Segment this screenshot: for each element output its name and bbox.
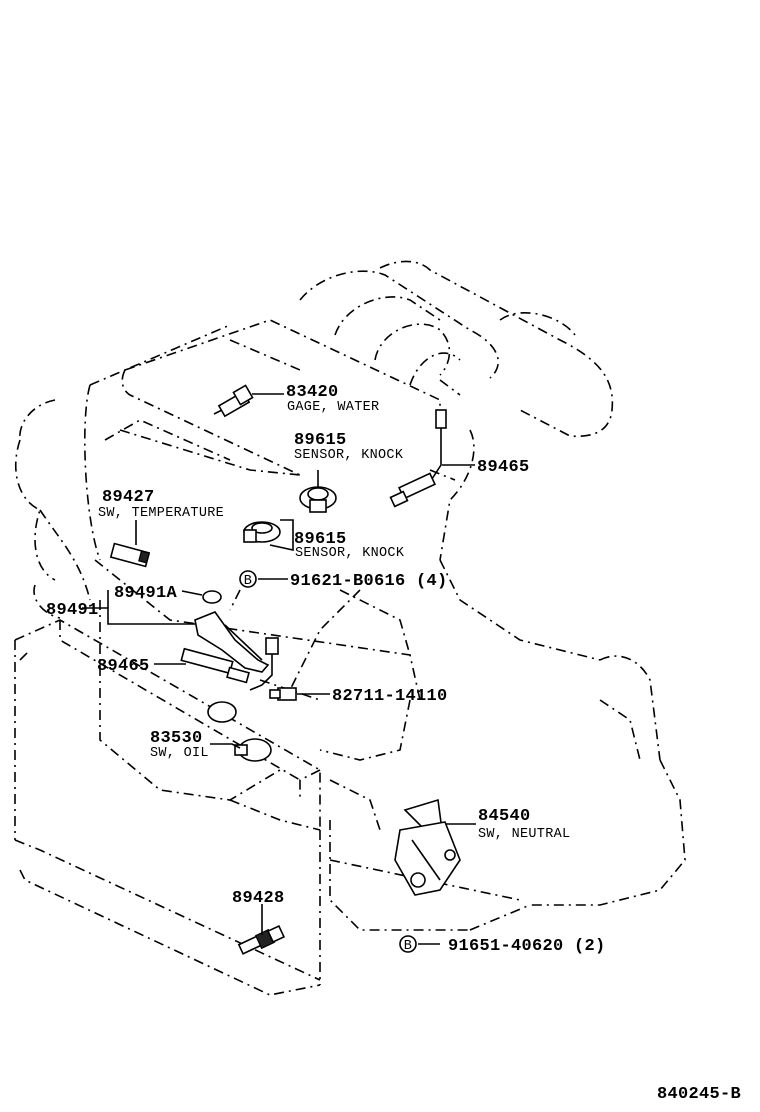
- part-number-89491: 89491: [46, 601, 99, 620]
- part-number-89465-lower: 89465: [97, 657, 150, 676]
- bolt-number-1: 91621-B0616 (4): [290, 572, 448, 591]
- part-number-82711: 82711-14110: [332, 687, 448, 706]
- figure-id: 840245-B: [657, 1085, 741, 1104]
- part-number-84540: 84540: [478, 807, 531, 826]
- part-labels: 83420 GAGE, WATER 89615 SENSOR, KNOCK 89…: [46, 383, 741, 1104]
- knock-sensor-lower-part: [243, 521, 281, 543]
- part-number-89428: 89428: [232, 889, 285, 908]
- part-desc-84540: SW, NEUTRAL: [478, 827, 570, 842]
- oil-switch-part: [207, 701, 272, 762]
- bolt-marker-2: B: [399, 935, 417, 954]
- part-number-89427: 89427: [102, 488, 155, 507]
- water-temp-sender-part: [237, 924, 286, 955]
- part-desc-83420: GAGE, WATER: [287, 400, 379, 415]
- o-ring-part: [202, 590, 222, 604]
- temperature-switch-part: [109, 542, 151, 568]
- oxygen-sensor-upper-part: [389, 409, 447, 508]
- knock-sensor-upper-part: [299, 486, 337, 513]
- part-desc-83530: SW, OIL: [150, 746, 209, 761]
- part-desc-89615-lower: SENSOR, KNOCK: [295, 546, 405, 561]
- bolt-number-2: 91651-40620 (2): [448, 937, 606, 956]
- part-number-83420: 83420: [286, 383, 339, 402]
- part-desc-89615-upper: SENSOR, KNOCK: [294, 448, 404, 463]
- cam-position-sensor-part: [194, 611, 279, 691]
- bolt-marker-letter: B: [244, 574, 252, 589]
- part-number-89615-upper: 89615: [294, 431, 347, 450]
- part-number-89465-upper: 89465: [477, 458, 530, 477]
- engine-outline: [14, 260, 686, 996]
- oxygen-sensor-lower-part: [180, 647, 250, 684]
- wire-connector-part: [269, 687, 297, 701]
- neutral-switch-part: [394, 798, 461, 896]
- leader-lines: [82, 393, 476, 945]
- part-desc-89427: SW, TEMPERATURE: [98, 506, 224, 521]
- bolt-marker-1: B: [239, 570, 257, 589]
- part-number-89615-lower: 89615: [294, 530, 347, 549]
- water-gage-part: [213, 384, 254, 418]
- part-number-83530: 83530: [150, 729, 203, 748]
- bolt-marker-letter: B: [404, 939, 412, 954]
- part-number-89491a: 89491A: [114, 584, 178, 603]
